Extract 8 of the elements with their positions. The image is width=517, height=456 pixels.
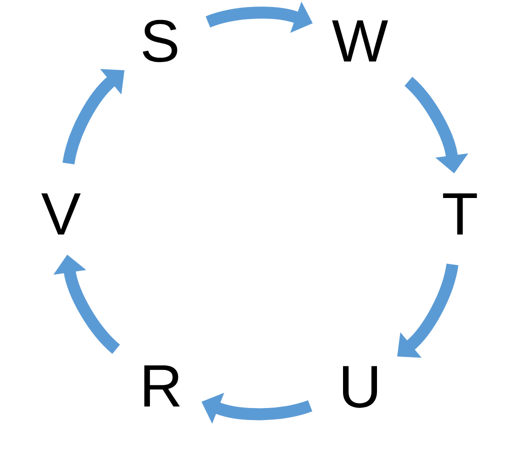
letter: T <box>443 193 477 235</box>
letter: V <box>41 193 81 235</box>
letter: S <box>142 20 178 62</box>
curved-arrow <box>62 69 124 165</box>
curved-arrow <box>397 263 458 358</box>
letter: U <box>343 366 377 408</box>
letter: R <box>144 365 180 407</box>
letter: W <box>332 20 388 62</box>
